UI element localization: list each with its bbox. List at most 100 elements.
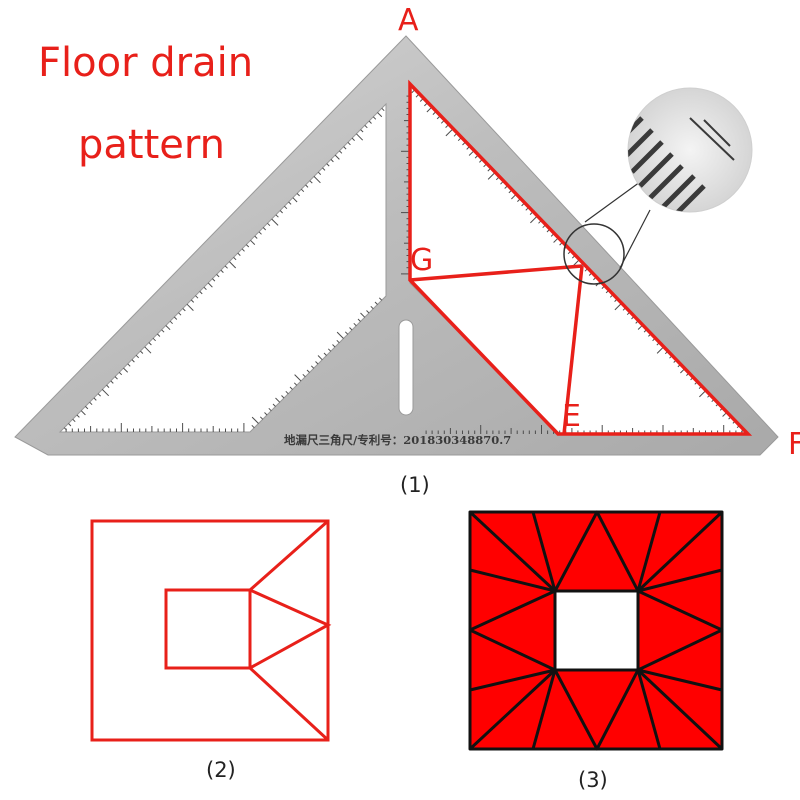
ruler-tick xyxy=(251,416,259,424)
ruler-tick xyxy=(356,133,364,141)
ruler-tick xyxy=(302,373,306,378)
ruler-tick xyxy=(445,129,453,137)
ruler-tick xyxy=(336,339,340,344)
ruler-tick xyxy=(351,137,355,141)
ruler-tick xyxy=(182,308,186,312)
point-label-a: A xyxy=(398,3,419,38)
ruler-tick xyxy=(309,180,313,184)
ruler-tick xyxy=(203,286,207,290)
ruler-tick xyxy=(326,163,330,167)
ruler-tick xyxy=(336,331,344,339)
magnifier-lens xyxy=(627,87,753,213)
ruler-tick xyxy=(445,124,449,128)
fig3-center-hole xyxy=(553,589,640,672)
ruler-tick xyxy=(332,344,336,348)
ruler-tick xyxy=(468,150,474,156)
ruler-tick xyxy=(347,141,351,146)
ruler-tick xyxy=(381,107,385,112)
ruler-tick xyxy=(614,303,622,311)
ruler-tick xyxy=(262,227,267,231)
ruler-tick xyxy=(148,342,152,346)
ruler-tick xyxy=(272,403,276,407)
fig2-top-diagonal xyxy=(249,519,329,592)
ruler-tick xyxy=(323,352,327,356)
ruler-tick xyxy=(80,410,86,416)
caption-fig2: (2) xyxy=(206,758,236,782)
magnifier-connector-top xyxy=(584,181,641,223)
ruler-tick xyxy=(322,167,326,171)
ruler-tick xyxy=(411,89,415,94)
ruler-tick xyxy=(656,346,664,354)
ruler-tick xyxy=(186,303,194,311)
ruler-tick xyxy=(241,248,245,252)
ruler-tick xyxy=(334,154,340,160)
ruler-tick xyxy=(199,291,203,295)
ruler-tick xyxy=(432,111,436,115)
ruler-tick xyxy=(237,252,241,256)
ruler-tick xyxy=(267,222,271,227)
ruler-tick xyxy=(339,150,343,154)
ruler-tick xyxy=(275,397,281,403)
ruler-tick xyxy=(118,372,123,376)
ruler-tick xyxy=(85,406,89,410)
ruler-tick xyxy=(310,365,315,369)
ruler-tick xyxy=(466,146,470,150)
ruler-tick xyxy=(89,401,93,406)
ruler-tick xyxy=(76,414,80,418)
caption-fig1: (1) xyxy=(400,473,430,497)
ruler-tick xyxy=(296,193,300,197)
ruler-tick xyxy=(440,120,445,124)
ruler-tick xyxy=(97,393,101,397)
ruler-tick xyxy=(424,103,428,107)
ruler-tick xyxy=(366,310,370,314)
ruler-stamp: 地漏尺三角尺/专利号：201830348870.7 xyxy=(284,433,512,447)
ruler-tick xyxy=(436,116,440,120)
ruler-tick xyxy=(344,331,349,335)
ruler-tick xyxy=(317,171,322,175)
ruler-tick xyxy=(457,137,462,142)
fig3-fold-lines xyxy=(468,510,724,751)
ruler-tick xyxy=(220,269,224,273)
ruler-tick xyxy=(415,94,419,98)
ruler-tick xyxy=(293,382,298,386)
magnifier-small-circle xyxy=(563,223,625,285)
ruler-tick xyxy=(530,216,538,224)
ruler-tick xyxy=(127,363,131,367)
ruler-tick xyxy=(377,112,383,118)
ruler-tick xyxy=(258,231,262,235)
ruler-tick xyxy=(378,297,383,301)
ruler-tick xyxy=(140,350,144,354)
diagram-title-line-1: Floor drain xyxy=(38,40,254,86)
figure-2 xyxy=(90,519,332,742)
ruler-tick xyxy=(229,261,237,269)
ruler-tick xyxy=(271,218,279,226)
ruler-tick xyxy=(349,327,353,331)
ruler-tick xyxy=(357,318,361,322)
ruler-tick xyxy=(292,197,298,203)
point-label-e: E xyxy=(562,399,581,434)
ruler-tick xyxy=(233,257,237,261)
ruler-tick xyxy=(317,355,323,361)
ruler-tick xyxy=(284,205,288,210)
ruler-tick xyxy=(251,424,255,429)
ruler-tick xyxy=(93,397,97,401)
fig2-outer-square xyxy=(90,519,330,742)
ruler-tick xyxy=(288,201,292,205)
fig2-bottom-diagonal xyxy=(248,666,330,742)
ruler-tick xyxy=(68,423,72,427)
g-to-f-line xyxy=(409,264,583,282)
ruler-tick xyxy=(114,376,118,380)
ruler-tick xyxy=(360,129,364,133)
ruler-tick xyxy=(152,337,156,342)
ruler-tick xyxy=(169,320,173,325)
ruler-tick xyxy=(281,395,285,399)
ruler-tick xyxy=(368,120,372,124)
ruler-tick xyxy=(144,346,152,354)
ruler-tick xyxy=(72,418,76,423)
caption-fig3: (3) xyxy=(578,768,608,792)
ruler-tick xyxy=(327,348,332,352)
slot xyxy=(398,319,414,416)
ruler-tick xyxy=(106,384,110,388)
ruler-tick xyxy=(374,301,378,305)
